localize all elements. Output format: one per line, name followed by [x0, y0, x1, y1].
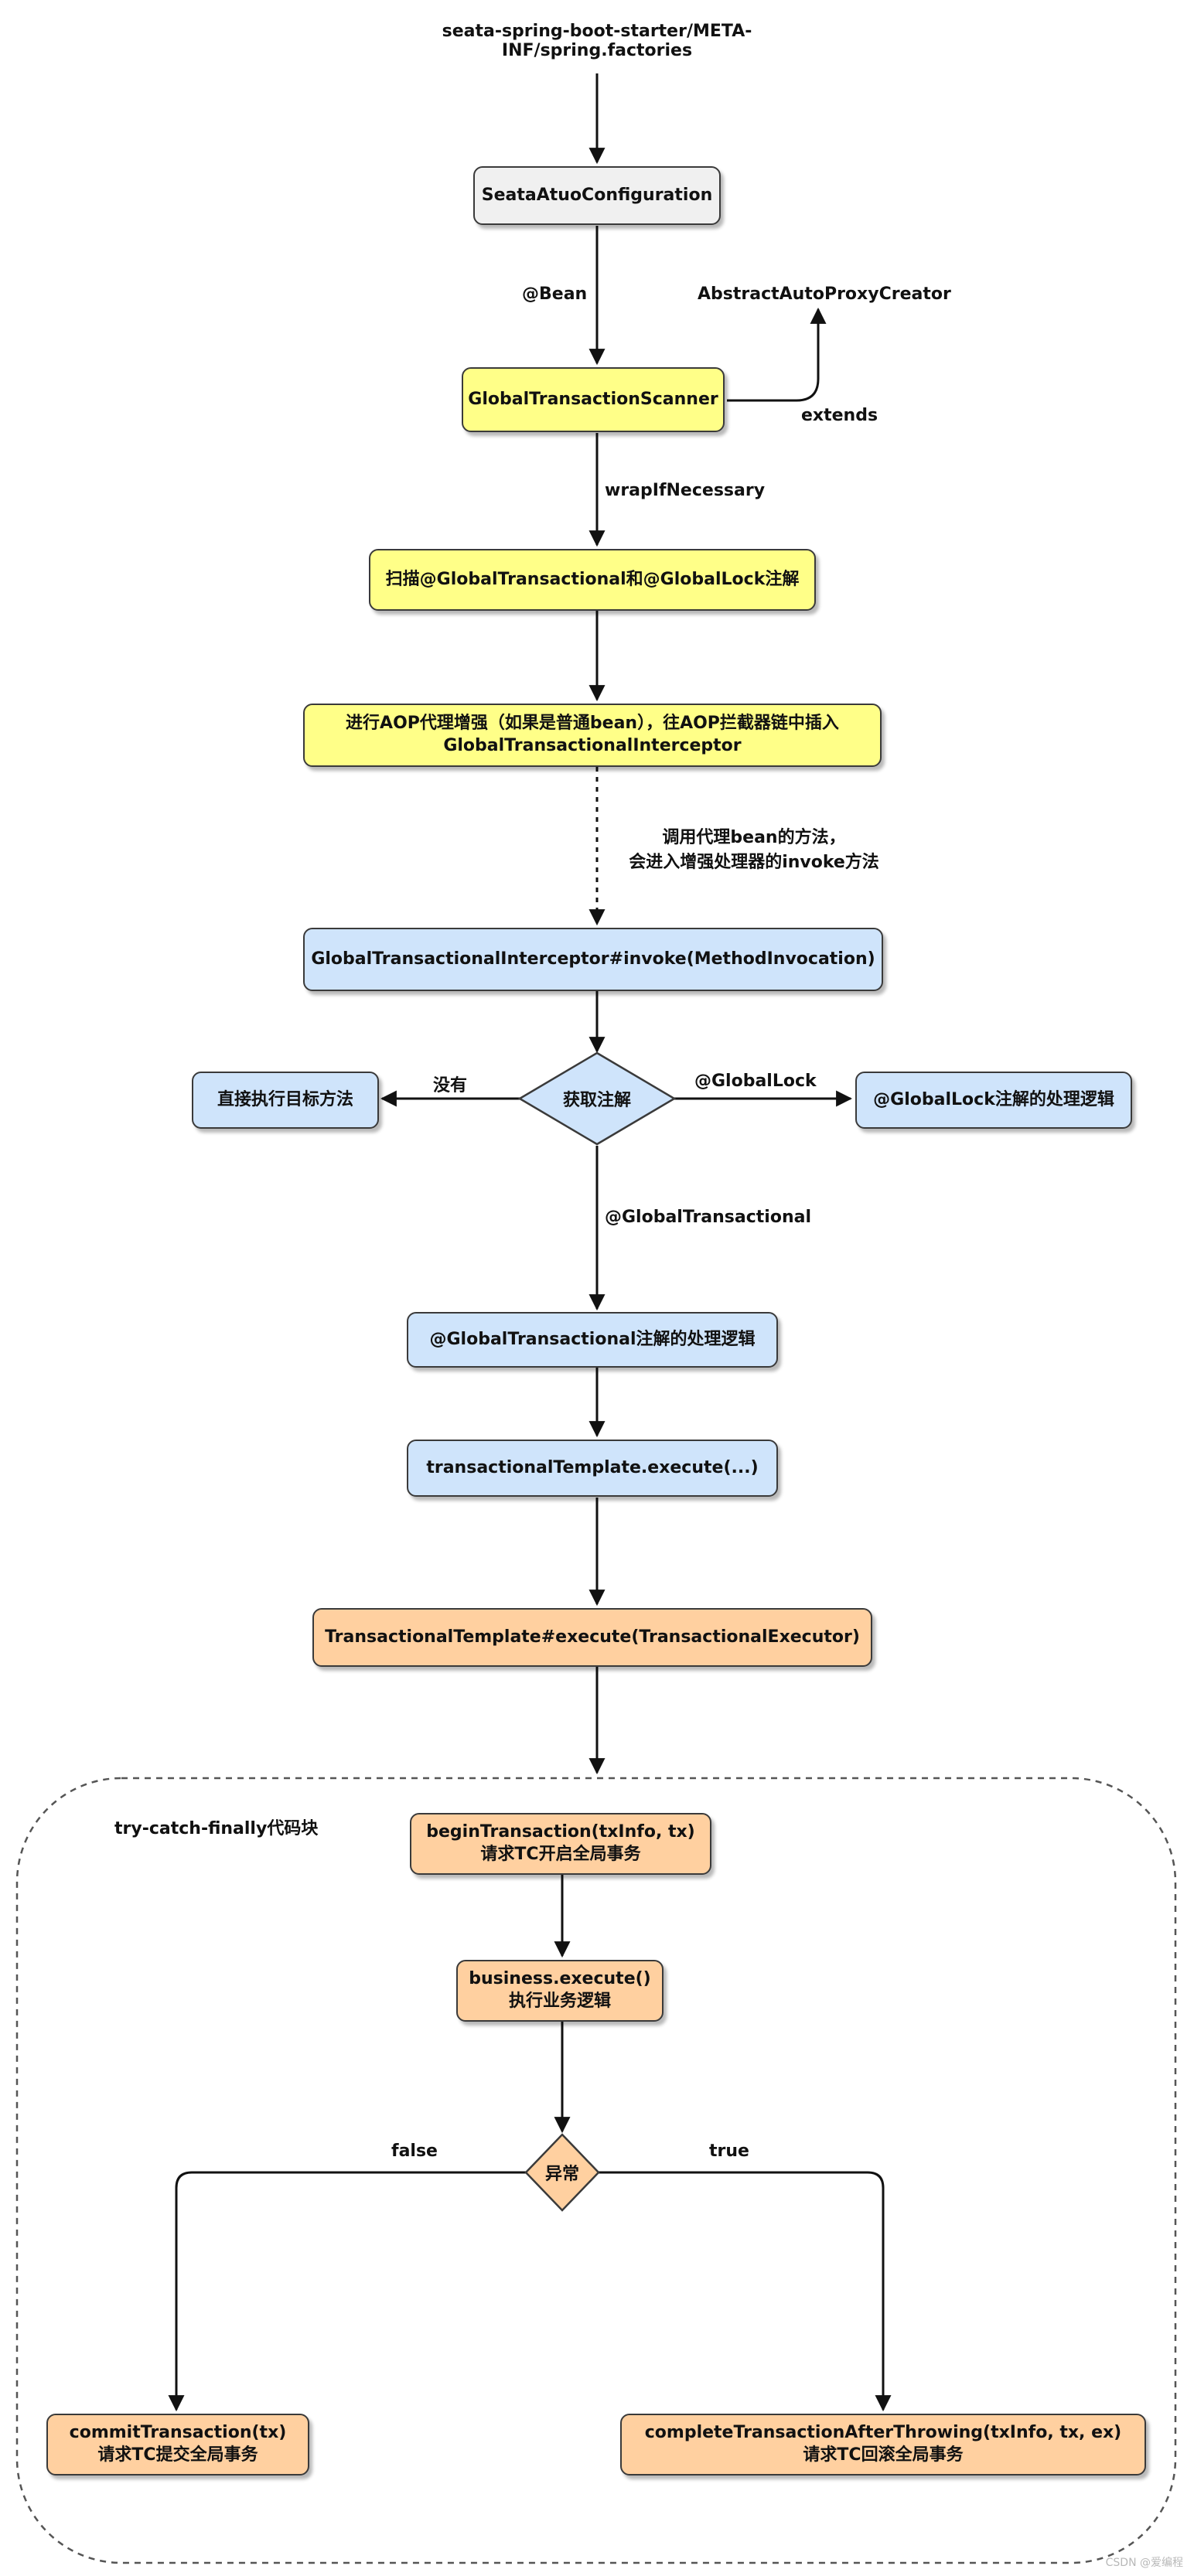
wrap-if-necessary-label: wrapIfNecessary [605, 481, 766, 500]
business-execute-node: business.execute() 执行业务逻辑 [456, 1960, 664, 2022]
start-label: seata-spring-boot-starter/META- INF/spri… [442, 22, 752, 60]
true-edge-label: true [709, 2142, 749, 2161]
rollback-transaction-node: completeTransactionAfterThrowing(txInfo,… [620, 2414, 1146, 2475]
edge-exception-true [599, 2171, 892, 2412]
globallock-edge-label: @GlobalLock [694, 1072, 817, 1091]
csdn-watermark: CSDN @爱编程 [1105, 2557, 1183, 2569]
globaltransactional-logic-node: @GlobalTransactional注解的处理逻辑 [407, 1312, 778, 1368]
get-annotation-label: 获取注解 [562, 1091, 631, 1110]
begin-transaction-node: beginTransaction(txInfo, tx) 请求TC开启全局事务 [410, 1813, 711, 1875]
globallock-logic-node: @GlobalLock注解的处理逻辑 [855, 1072, 1132, 1129]
edge-exception-false [168, 2171, 526, 2412]
bean-edge-label: @Bean [522, 285, 588, 304]
seata-auto-configuration-node: SeataAtuoConfiguration [473, 166, 721, 225]
extends-edge-label: extends [801, 406, 878, 425]
invoke-note-label: 调用代理bean的方法， 会进入增强处理器的invoke方法 [629, 828, 879, 872]
decision-get-annotation [517, 1051, 677, 1146]
try-catch-finally-label: try-catch-finally代码块 [114, 1819, 319, 1838]
edge-scanner-extends [727, 307, 827, 402]
template-execute-call-node: transactionalTemplate.execute(...) [407, 1440, 778, 1497]
globaltransactional-edge-label: @GlobalTransactional [605, 1208, 811, 1227]
decision-exception [524, 2133, 600, 2212]
direct-execute-node: 直接执行目标方法 [192, 1072, 379, 1129]
false-edge-label: false [391, 2142, 438, 2161]
commit-transaction-node: commitTransaction(tx) 请求TC提交全局事务 [46, 2414, 309, 2475]
interceptor-invoke-node: GlobalTransactionalInterceptor#invoke(Me… [303, 928, 883, 991]
exception-label: 异常 [544, 2165, 579, 2184]
global-transaction-scanner-node: GlobalTransactionScanner [462, 367, 725, 432]
aop-proxy-node: 进行AOP代理增强（如果是普通bean），往AOP拦截器链中插入 GlobalT… [303, 704, 882, 767]
scan-annotations-node: 扫描@GlobalTransactional和@GlobalLock注解 [369, 549, 816, 611]
transactional-template-execute-node: TransactionalTemplate#execute(Transactio… [312, 1608, 872, 1667]
none-edge-label: 没有 [433, 1076, 468, 1095]
abstract-auto-proxy-creator-label: AbstractAutoProxyCreator [698, 285, 951, 304]
